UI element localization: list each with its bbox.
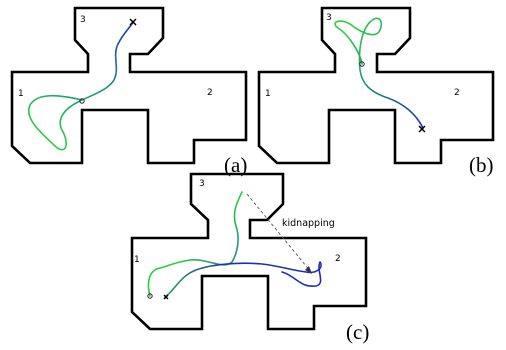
panel-c: 3 1 2 kidnapping (c)	[130, 172, 369, 344]
trajectory-before-kidnap	[147, 191, 243, 297]
region-label-3: 3	[80, 15, 86, 25]
trajectory	[334, 17, 424, 129]
region-label-2: 2	[335, 254, 341, 264]
region-label-2: 2	[207, 88, 213, 98]
end-marker	[163, 294, 169, 300]
panel-label-a: (a)	[224, 153, 247, 177]
region-label-1: 1	[134, 255, 140, 265]
start-marker	[79, 98, 85, 104]
region-label-1: 1	[18, 89, 24, 99]
panel-a: 3 1 2 (a)	[10, 6, 248, 177]
panel-b: 3 1 2 (b)	[257, 6, 495, 177]
floorplan-walls	[257, 6, 495, 165]
floorplan-walls	[130, 172, 368, 331]
panel-label-b: (b)	[469, 153, 494, 177]
panel-label-c: (c)	[346, 320, 369, 344]
kidnapping-annotation: kidnapping	[282, 218, 335, 229]
kidnapping-arrow	[246, 193, 312, 273]
start-marker	[147, 293, 153, 299]
trajectory-after-kidnap	[164, 261, 322, 298]
start-marker	[359, 61, 365, 67]
end-marker	[418, 125, 426, 133]
region-label-1: 1	[265, 89, 271, 99]
region-label-3: 3	[199, 179, 205, 189]
floorplan-walls	[10, 6, 248, 165]
region-label-3: 3	[326, 13, 332, 23]
end-marker	[129, 18, 137, 26]
trajectory	[27, 21, 134, 151]
region-label-2: 2	[454, 88, 460, 98]
